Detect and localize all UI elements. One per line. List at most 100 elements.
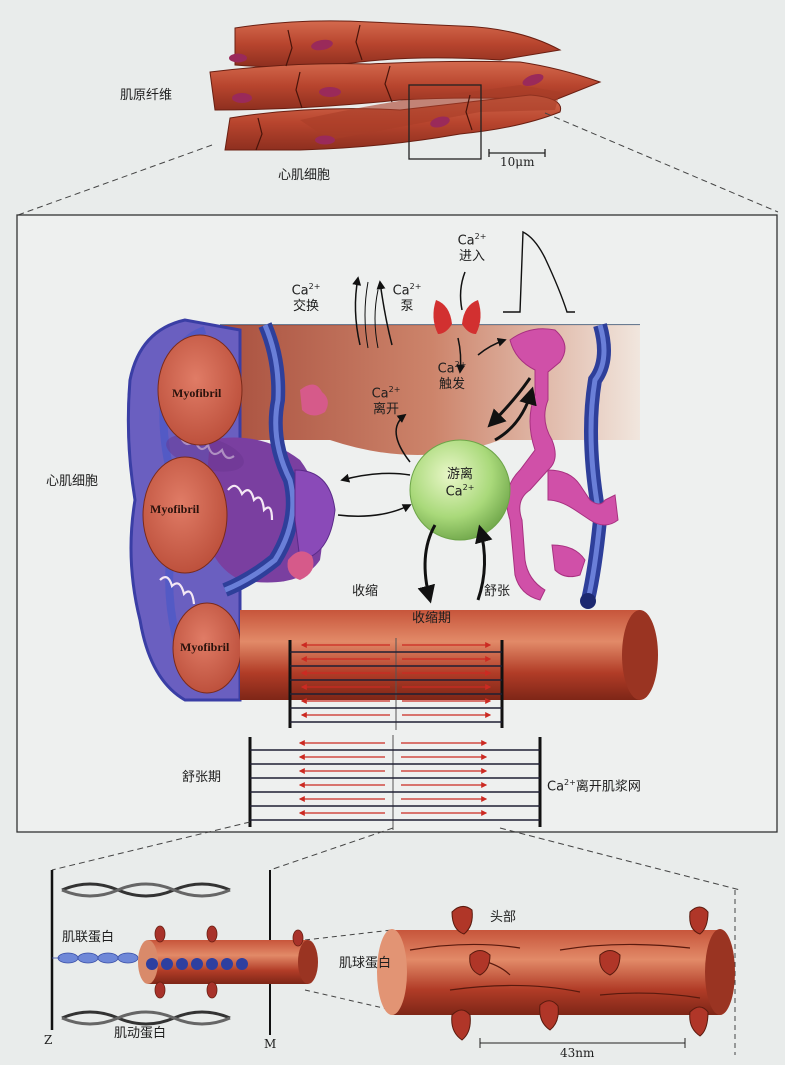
zoom-line <box>304 989 393 1011</box>
scale-label: 10μm <box>500 155 535 169</box>
relax-label: 舒张 <box>484 584 511 599</box>
sarcomere-systole <box>288 638 504 730</box>
myosin-heads-small <box>154 925 304 999</box>
spacing-label: 43nm <box>560 1046 595 1060</box>
ca-charge: 2+ <box>564 778 576 787</box>
myofibril-cross-section <box>142 456 228 574</box>
l-type-calcium-channel <box>462 300 481 334</box>
filament-detail <box>50 870 735 1048</box>
nucleus <box>315 135 335 145</box>
ca-leave-text: 离开 <box>372 401 399 417</box>
myosin-label: 肌球蛋白 <box>339 956 392 971</box>
ca-charge: 2+ <box>474 232 487 241</box>
free-calcium-label: 游离 Ca2+ <box>430 467 490 500</box>
l-type-calcium-channel <box>433 300 452 334</box>
myofibril-label-2: Myofibril <box>150 502 200 516</box>
intercalated-disc <box>255 117 263 151</box>
free-ca-text: 游离 <box>446 467 473 482</box>
sarcoplasmic-reticulum-network <box>506 328 619 601</box>
cardiomyocyte-label-top: 心肌细胞 <box>278 168 331 183</box>
ca-ion: Ca <box>371 386 389 402</box>
zoom-line <box>304 929 393 941</box>
zoom-box <box>408 84 482 160</box>
nucleus <box>319 87 341 97</box>
cardiomyocyte-cutaway <box>126 300 658 702</box>
myofibril-cylinder <box>240 610 651 700</box>
arrow <box>376 280 393 346</box>
ca-ion: Ca <box>291 283 309 299</box>
titin-core-beads <box>146 958 248 970</box>
ryanodine-receptor <box>300 384 328 416</box>
arrow <box>337 504 412 517</box>
arrow <box>417 524 437 604</box>
intercalated-disc <box>465 94 473 131</box>
arrow <box>487 377 532 428</box>
zoom-line <box>17 144 213 216</box>
ca-pump-text: 泵 <box>400 298 414 314</box>
sr-leave-text: 离开肌浆网 <box>575 779 641 795</box>
arrow <box>477 338 507 356</box>
arrow <box>352 276 362 346</box>
muscle-fiber <box>300 85 560 140</box>
arrow <box>395 413 411 463</box>
ca-pump-label: Ca2+ 泵 <box>392 282 422 315</box>
ca-charge: 2+ <box>388 385 401 394</box>
nucleus <box>232 93 252 103</box>
arrow <box>494 386 537 442</box>
ca-exchange-label: Ca2+ 交换 <box>286 282 326 315</box>
ca-exchange-text: 交换 <box>292 298 319 314</box>
intercalated-disc <box>384 65 393 103</box>
myofibril-label: 肌原纤维 <box>120 88 173 103</box>
action-potential-trace <box>503 230 575 313</box>
sr-leave-label: Ca2+离开肌浆网 <box>547 778 641 795</box>
muscle-fiber <box>234 20 562 68</box>
ca-charge: 2+ <box>454 360 467 369</box>
ca-ion: Ca <box>392 283 410 299</box>
nucleus <box>522 73 544 87</box>
nucleus <box>229 53 247 63</box>
zoom-line <box>499 827 741 891</box>
ca-trigger-label: Ca2+ 触发 <box>432 360 472 393</box>
arrow <box>340 472 411 483</box>
zoom-line <box>51 821 251 871</box>
ca-charge: 2+ <box>409 282 422 291</box>
nucleus <box>311 39 333 51</box>
ryanodine-receptor <box>287 551 314 580</box>
ca-ion: Ca <box>437 361 455 377</box>
actin-label: 肌动蛋白 <box>114 1026 167 1041</box>
sarcomere-diastole <box>248 735 542 830</box>
intercalated-disc <box>295 71 303 109</box>
cell-body <box>180 325 640 455</box>
ca-charge: 2+ <box>462 482 475 492</box>
zoom-line <box>544 112 779 213</box>
ca-influx-label: Ca2+ 进入 <box>452 232 492 265</box>
myosin-head <box>451 906 709 1041</box>
ca-ion: Ca <box>457 233 475 249</box>
arrow <box>456 337 466 374</box>
ca-leave-label: Ca2+ 离开 <box>366 385 406 418</box>
m-label: M <box>264 1037 277 1051</box>
zoom-line <box>269 827 394 871</box>
contract-label: 收缩 <box>352 584 379 599</box>
ca-charge: 2+ <box>308 282 321 291</box>
ca-influx-text: 进入 <box>458 248 485 264</box>
myofibril-label-1: Myofibril <box>172 386 222 400</box>
diastole-label: 舒张期 <box>182 770 222 785</box>
intercalated-disc <box>355 24 363 61</box>
muscle-fiber-bundle <box>209 20 602 160</box>
cardiomyocyte-label: 心肌细胞 <box>46 474 99 489</box>
titin-beads <box>52 952 139 964</box>
actin-filament <box>61 882 231 1026</box>
free-calcium-sphere <box>409 439 511 541</box>
systole-label: 收缩期 <box>412 611 452 626</box>
ca-ion: Ca <box>445 483 463 499</box>
myosin-filament-enlarged <box>382 930 730 1015</box>
titin-label: 肌联蛋白 <box>62 930 115 945</box>
myosin-head-label: 头部 <box>490 910 517 925</box>
myofibril-label-3: Myofibril <box>180 640 230 654</box>
arrow <box>459 271 466 311</box>
arrow <box>475 524 493 601</box>
ca-trigger-text: 触发 <box>438 376 465 392</box>
